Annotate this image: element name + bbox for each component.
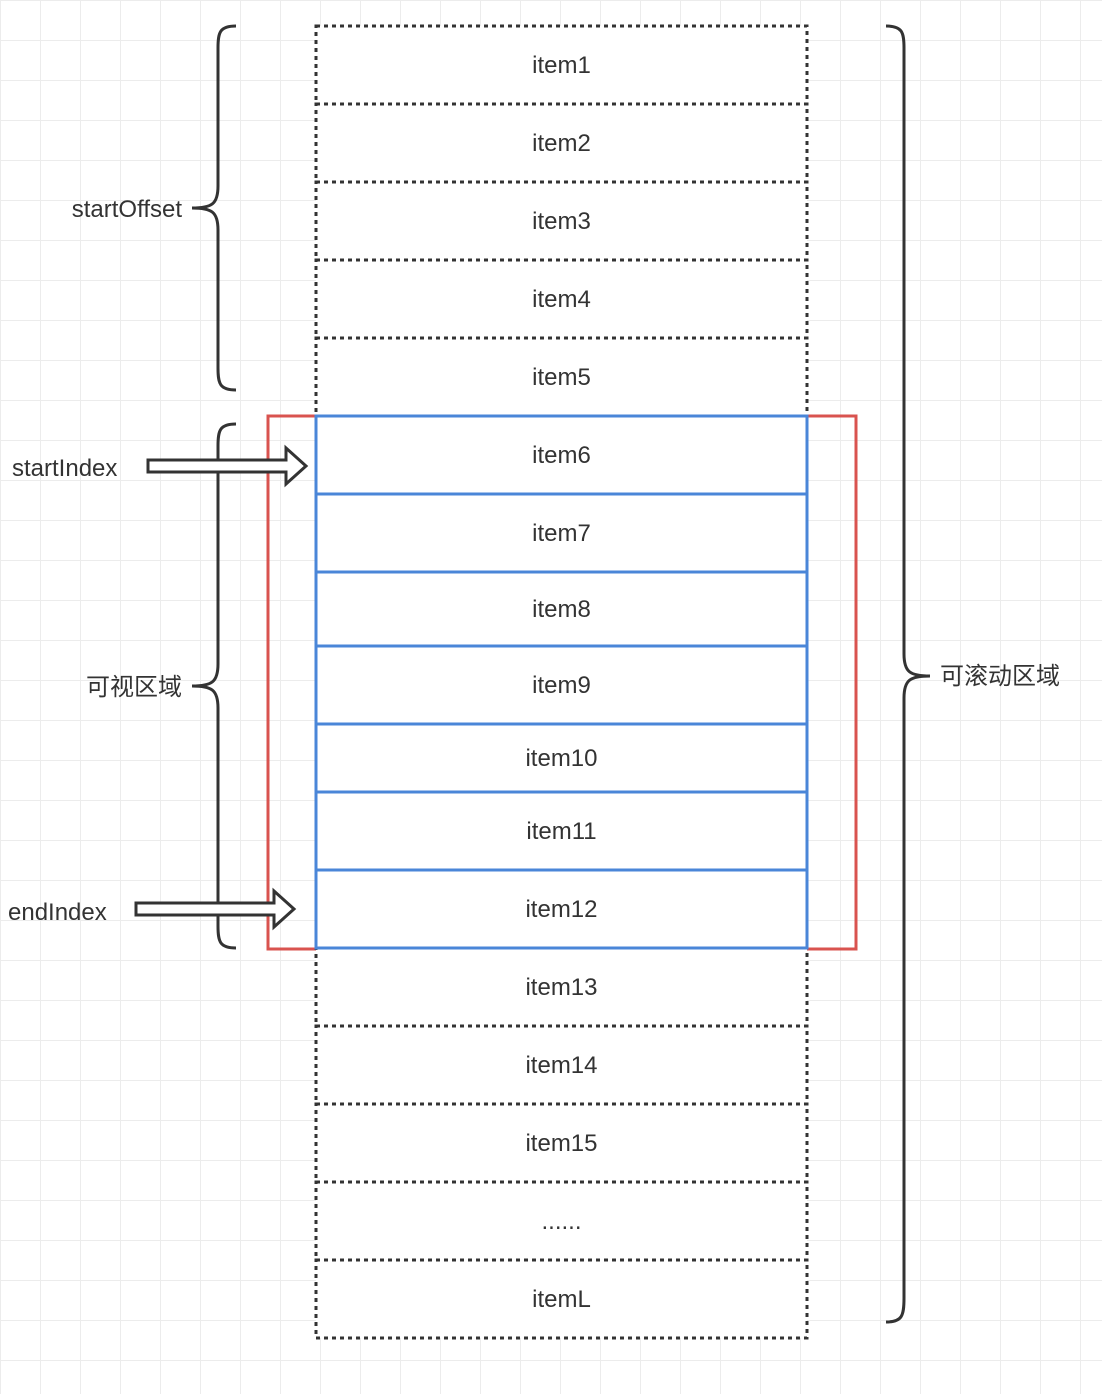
- item-box: [314, 492, 809, 574]
- item-box: [314, 414, 809, 496]
- start-index-label: startIndex: [12, 455, 117, 482]
- item-label: itemL: [532, 1286, 591, 1313]
- item-label: item6: [532, 442, 591, 469]
- item-label: item11: [526, 818, 596, 845]
- item-box: [314, 336, 809, 418]
- end-index-arrow: [134, 887, 297, 931]
- item-box: [314, 102, 809, 184]
- item-box: [314, 1024, 809, 1106]
- item-label: item12: [525, 896, 597, 923]
- start-offset-brace: [191, 24, 237, 392]
- item-box: [314, 570, 809, 648]
- item-box: [314, 24, 809, 106]
- item-label: item14: [525, 1052, 597, 1079]
- item-label: item7: [532, 520, 591, 547]
- item-box: [314, 868, 809, 950]
- item-label: item15: [525, 1130, 597, 1157]
- visible-area-label: 可视区域: [86, 674, 182, 701]
- item-box: [314, 946, 809, 1028]
- item-label: item10: [525, 745, 597, 772]
- start-index-arrow: [146, 444, 309, 488]
- item-label: item3: [532, 208, 591, 235]
- item-box: [314, 258, 809, 340]
- item-box: [314, 644, 809, 726]
- item-box: [314, 1258, 809, 1340]
- item-box: [314, 1180, 809, 1262]
- item-label: item8: [532, 596, 591, 623]
- item-label: item13: [525, 974, 597, 1001]
- end-index-label: endIndex: [8, 899, 107, 926]
- item-label: item4: [532, 286, 591, 313]
- item-label: item9: [532, 672, 591, 699]
- item-box: [314, 790, 809, 872]
- item-label: item5: [532, 364, 591, 391]
- item-box: [314, 1102, 809, 1184]
- scroll-area-label: 可滚动区域: [940, 663, 1060, 690]
- item-box: [314, 180, 809, 262]
- start-offset-label: startOffset: [72, 196, 183, 223]
- scroll-area-brace: [885, 24, 931, 1324]
- visible-area-brace: [191, 422, 237, 950]
- item-list: item1 item2 item3 item4 item5 item13 item14 ite…: [314, 24, 809, 1340]
- item-label: ......: [541, 1208, 581, 1235]
- item-label: item2: [532, 130, 591, 157]
- item-label: item1: [532, 52, 591, 79]
